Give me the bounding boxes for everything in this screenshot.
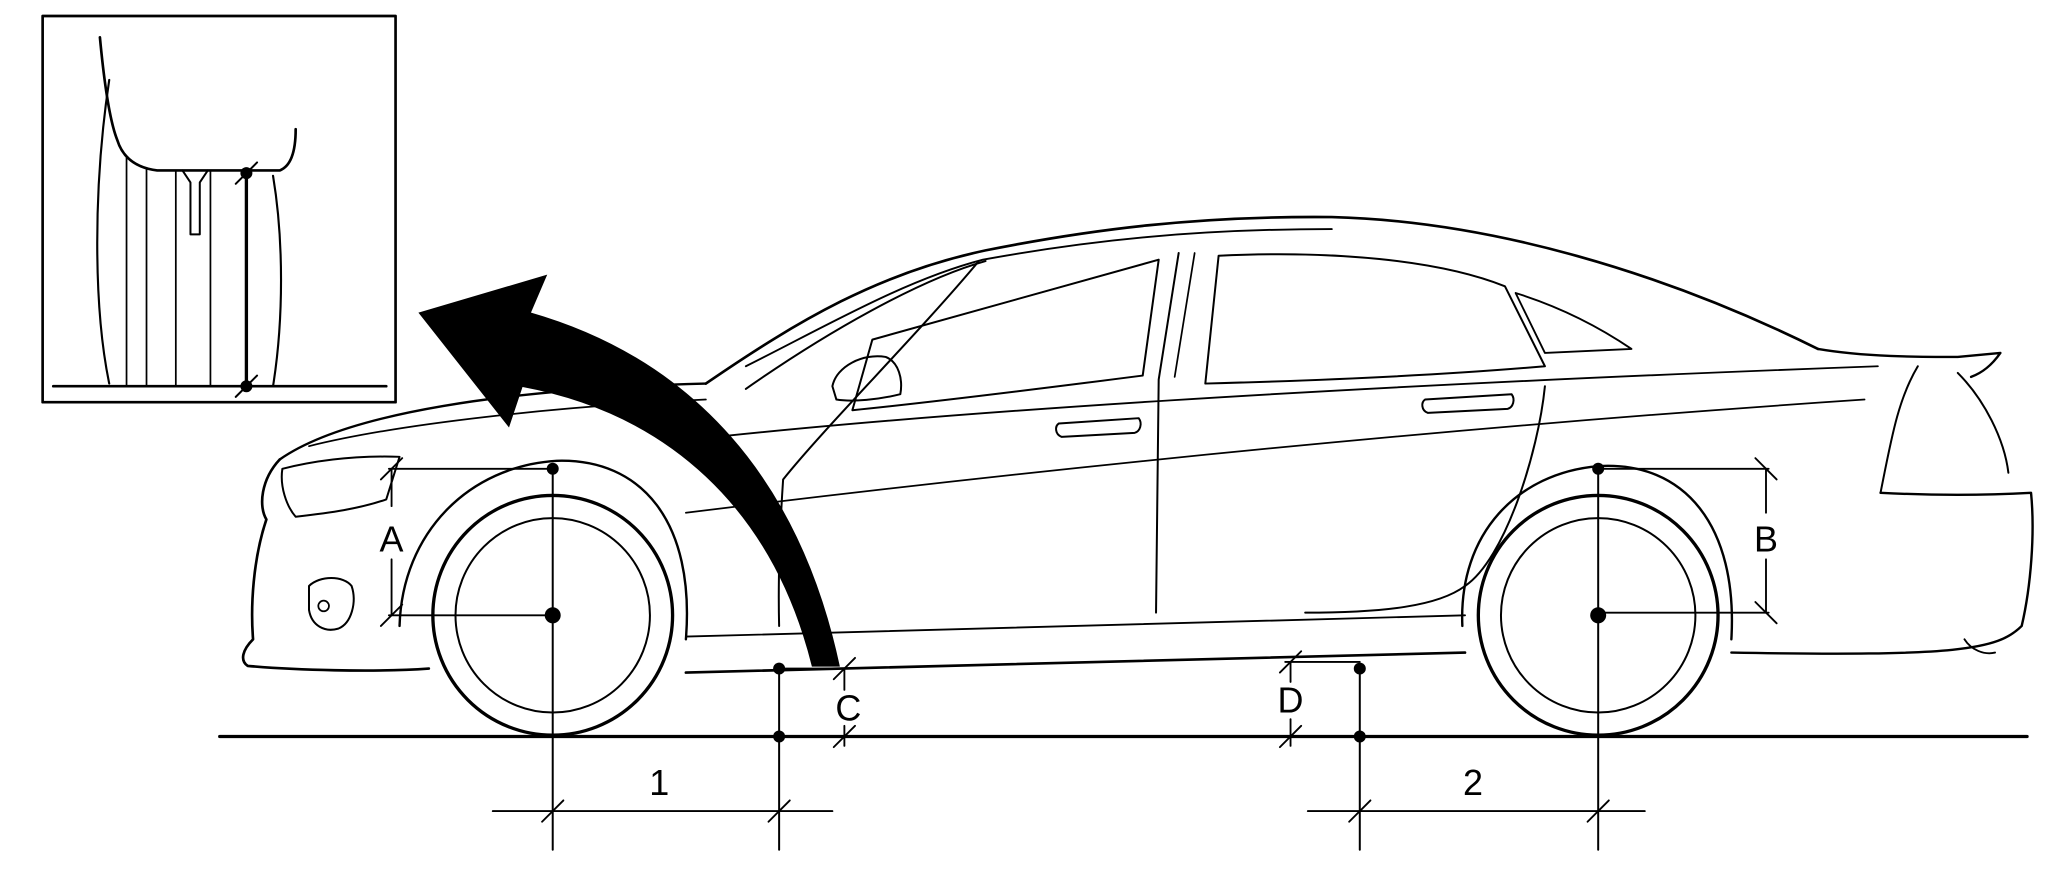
roof-line [704, 215, 1820, 385]
trunk-lid [1816, 347, 2002, 379]
inset-valve-stem [181, 169, 209, 236]
tail-lamp [1956, 371, 2010, 474]
tick-mark [1754, 457, 1778, 481]
b-pillar-edge [1173, 252, 1196, 378]
measurement-point [240, 380, 253, 393]
sill-upper [684, 614, 1466, 638]
quarter-window [1514, 292, 1633, 354]
rear-door-edge [1304, 385, 1546, 614]
fog-lamp [307, 577, 355, 631]
inset-tire-sidewall [271, 174, 283, 388]
headlamp [280, 455, 401, 518]
label-1: 1 [649, 762, 669, 803]
body-crease [685, 398, 1866, 514]
tick-mark [1754, 601, 1778, 625]
tick-mark [832, 656, 856, 681]
inset-fender-edge [98, 35, 298, 172]
tick-mark [1278, 650, 1303, 674]
tick-mark [1278, 724, 1303, 749]
label-b: B [1754, 518, 1778, 559]
measurement-point [1353, 730, 1366, 743]
windshield-edge [744, 260, 987, 390]
rear-door-handle [1421, 393, 1515, 414]
shoulder-line [691, 365, 1879, 441]
front-wheel-arch [398, 459, 689, 641]
label-a: A [380, 518, 404, 559]
detail-callout-arrow [418, 274, 840, 667]
measurement-point [240, 167, 253, 180]
rear-door-window [1204, 253, 1546, 385]
sill-lower [684, 651, 1467, 674]
side-mirror [831, 355, 903, 402]
tail-lamp-edge [1879, 365, 1919, 494]
tick-mark [767, 799, 791, 823]
tick-mark [379, 457, 404, 481]
inset-tire-outer [96, 78, 111, 385]
measurement-point [546, 462, 559, 475]
exhaust-tip [1963, 638, 1997, 655]
roof-rail [744, 228, 1333, 368]
tick-mark [379, 603, 404, 627]
b-pillar [1155, 252, 1180, 614]
inset-detail [41, 14, 397, 404]
label-2: 2 [1463, 762, 1483, 803]
front-door-window [851, 258, 1160, 412]
tick-mark [1348, 799, 1372, 823]
label-c: C [835, 688, 861, 729]
dimension-lines [379, 457, 1778, 851]
measurement-point [1592, 462, 1605, 475]
inset-frame [41, 14, 397, 404]
tick-mark [832, 724, 856, 749]
rear-bumper [1730, 491, 2034, 655]
measurement-point [1353, 662, 1366, 675]
fog-lamp-bulb [317, 599, 330, 613]
tick-mark [1586, 799, 1610, 823]
tick-mark [541, 799, 565, 823]
front-door-handle [1055, 417, 1142, 438]
front-fascia [241, 458, 431, 672]
car-body [241, 215, 2034, 674]
measurement-point [773, 730, 786, 743]
measurement-point [773, 662, 786, 675]
label-d: D [1278, 680, 1304, 721]
